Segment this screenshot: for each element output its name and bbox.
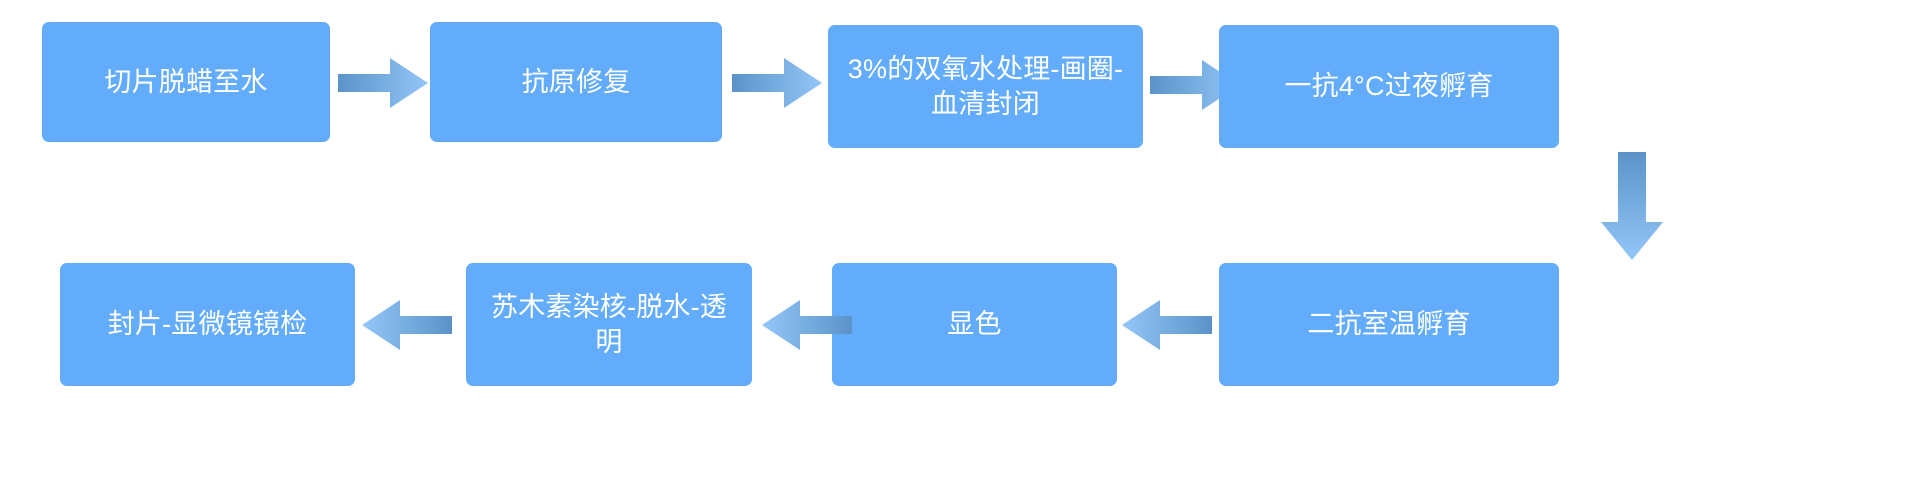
flow-node-5[interactable]: 二抗室温孵育 (1219, 263, 1559, 386)
arrow-left-icon (762, 300, 852, 350)
flow-arrow-7 (362, 300, 452, 350)
flow-node-5-label: 二抗室温孵育 (1307, 309, 1471, 340)
flow-node-3[interactable]: 3%的双氧水处理-画圈- 血清封闭 (828, 25, 1143, 148)
arrow-right-icon (1150, 60, 1240, 110)
flow-node-7[interactable]: 苏木素染核-脱水-透 明 (466, 263, 752, 386)
flow-arrow-6 (762, 300, 852, 350)
flow-node-8-label: 封片-显微镜镜检 (107, 309, 308, 340)
flow-arrow-3 (1150, 60, 1240, 110)
flow-node-2-label: 抗原修复 (521, 66, 631, 97)
flow-node-4[interactable]: 一抗4°C过夜孵育 (1219, 25, 1559, 148)
flow-arrow-2 (732, 58, 822, 108)
flow-node-6[interactable]: 显色 (832, 263, 1117, 386)
arrow-right-icon (732, 58, 822, 108)
flow-node-8[interactable]: 封片-显微镜镜检 (60, 263, 355, 386)
flow-arrow-4 (1601, 152, 1663, 260)
flow-node-1[interactable]: 切片脱蜡至水 (42, 22, 330, 142)
arrow-left-icon (1122, 300, 1212, 350)
arrow-left-icon (362, 300, 452, 350)
flow-node-6-label: 显色 (947, 309, 1002, 340)
flow-node-2[interactable]: 抗原修复 (430, 22, 722, 142)
flow-node-3-label: 3%的双氧水处理-画圈- 血清封闭 (847, 53, 1124, 119)
flow-node-1-label: 切片脱蜡至水 (104, 66, 268, 97)
arrow-down-icon (1601, 152, 1663, 260)
flow-arrow-1 (338, 58, 428, 108)
flow-arrow-5 (1122, 300, 1212, 350)
flow-node-4-label: 一抗4°C过夜孵育 (1284, 71, 1494, 102)
flow-node-7-label: 苏木素染核-脱水-透 明 (491, 291, 727, 357)
arrow-right-icon (338, 58, 428, 108)
